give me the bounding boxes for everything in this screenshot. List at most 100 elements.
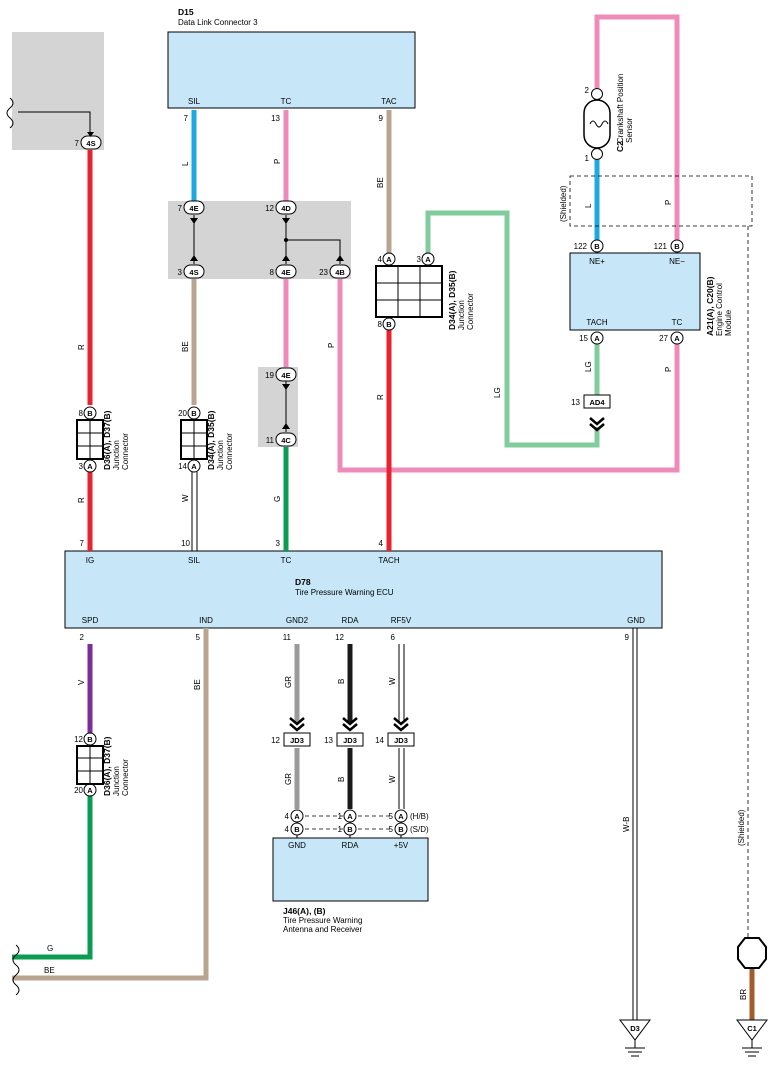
svg-text:4E: 4E [189, 204, 198, 213]
svg-text:W-B: W-B [622, 817, 631, 832]
svg-text:D15: D15 [178, 7, 194, 17]
svg-text:A: A [398, 812, 404, 821]
svg-text:TC: TC [672, 318, 683, 327]
ecm-labels: 122 121 15 27 NE+ NE− TACH TC [574, 242, 686, 343]
svg-text:GND2: GND2 [286, 616, 309, 625]
svg-text:12: 12 [271, 736, 280, 745]
wire-g-spd [12, 796, 93, 960]
connector-4e-8: 4E [275, 264, 297, 279]
connector-number-labels: 7 7 12 3 8 23 19 11 4 3 8 8 3 20 14 12 2… [74, 139, 580, 795]
svg-text:B: B [337, 777, 346, 782]
wire-p-ne-minus [594, 14, 680, 240]
svg-text:27: 27 [659, 334, 668, 343]
svg-text:7: 7 [184, 114, 189, 123]
svg-text:TC: TC [281, 556, 292, 565]
antenna-receiver-labels: GND RDA +5V J46(A), (B) Tire Pressure Wa… [283, 812, 429, 934]
svg-text:IND: IND [199, 616, 213, 625]
svg-text:8: 8 [270, 268, 275, 277]
svg-text:11: 11 [266, 436, 275, 445]
svg-text:12: 12 [265, 204, 274, 213]
wire-lg-tach [425, 210, 600, 448]
svg-text:Tire Pressure Warning ECU: Tire Pressure Warning ECU [295, 588, 394, 597]
svg-text:4S: 4S [189, 268, 198, 277]
svg-text:B: B [337, 679, 346, 684]
svg-text:GR: GR [284, 676, 293, 688]
svg-text:20: 20 [178, 409, 187, 418]
ecm-name-label: A21(A), C20(B) Engine Control Module [705, 276, 733, 336]
shield-ground-octagon [737, 937, 767, 969]
svg-text:W: W [388, 775, 397, 783]
svg-text:JD3: JD3 [394, 736, 408, 745]
svg-text:LG: LG [493, 387, 502, 398]
svg-text:5: 5 [389, 812, 394, 821]
svg-text:13: 13 [271, 114, 280, 123]
svg-text:5: 5 [196, 633, 201, 642]
svg-text:11: 11 [283, 633, 292, 642]
svg-text:Junction: Junction [112, 766, 121, 796]
break-symbol [6, 97, 14, 129]
svg-text:14: 14 [375, 736, 384, 745]
dlc3-box [167, 31, 416, 109]
svg-text:IG: IG [86, 556, 94, 565]
svg-text:8: 8 [378, 320, 383, 329]
svg-text:NE−: NE− [669, 257, 685, 266]
crank-sensor-label: C2 Crankshaft Position Sensor [615, 74, 634, 152]
ground-c1: C1 [736, 1019, 768, 1057]
svg-text:L: L [181, 161, 190, 166]
ecm-box [569, 252, 701, 331]
svg-text:2: 2 [80, 633, 85, 642]
svg-text:TACH: TACH [378, 556, 399, 565]
svg-text:BE: BE [376, 177, 385, 188]
svg-text:B: B [398, 825, 404, 834]
connector-4s-top: 4S [80, 135, 102, 150]
svg-text:13: 13 [571, 398, 580, 407]
pin-circles: B A B A A A B B B A A B A A A A B B B [83, 239, 684, 836]
svg-text:Connector: Connector [121, 759, 130, 796]
svg-text:Engine Control: Engine Control [715, 283, 724, 336]
connector-ad4: AD4 [583, 394, 611, 432]
svg-text:A: A [386, 255, 392, 264]
svg-text:R: R [376, 394, 385, 400]
connector-4e-7: 4E [183, 200, 205, 215]
svg-text:+5V: +5V [394, 841, 409, 850]
svg-text:Data Link Connector 3: Data Link Connector 3 [178, 18, 258, 27]
svg-text:Connector: Connector [466, 293, 475, 330]
svg-text:BE: BE [193, 679, 202, 690]
svg-text:RDA: RDA [342, 616, 360, 625]
svg-text:R: R [77, 344, 86, 350]
svg-text:RDA: RDA [342, 841, 360, 850]
svg-text:TACH: TACH [586, 318, 607, 327]
svg-text:SIL: SIL [188, 556, 201, 565]
svg-text:A: A [674, 334, 680, 343]
svg-text:BE: BE [44, 966, 55, 975]
shielded-label-top: (Shielded) [559, 185, 568, 222]
wire-top-left-break [18, 111, 91, 132]
svg-text:4C: 4C [281, 436, 291, 445]
connector-jd3-w: JD3 [387, 717, 415, 747]
junction-connector-symbols [76, 265, 443, 785]
shield-box [569, 175, 753, 227]
svg-text:A: A [594, 334, 600, 343]
svg-text:BR: BR [739, 989, 748, 1000]
svg-text:D34(A), D35(B): D34(A), D35(B) [447, 270, 457, 330]
svg-text:G: G [273, 496, 282, 502]
svg-text:7: 7 [178, 204, 183, 213]
svg-text:P: P [664, 367, 673, 372]
svg-text:3: 3 [79, 462, 84, 471]
connector-4e-19: 4E [275, 367, 297, 382]
svg-text:12: 12 [335, 633, 344, 642]
svg-text:9: 9 [379, 114, 384, 123]
svg-text:D36(A), D37(B): D36(A), D37(B) [102, 736, 112, 796]
shielded-label-bottom: (Shielded) [737, 809, 746, 846]
svg-text:7: 7 [75, 139, 80, 148]
svg-text:20: 20 [74, 786, 83, 795]
junction-right-label: D34(A), D35(B) Junction Connector [447, 270, 475, 330]
svg-text:10: 10 [181, 539, 190, 548]
svg-text:BE: BE [181, 341, 190, 352]
svg-text:122: 122 [574, 242, 588, 251]
svg-text:B: B [386, 320, 392, 329]
svg-text:D78: D78 [295, 577, 311, 587]
connector-4b: 4B [329, 264, 351, 279]
